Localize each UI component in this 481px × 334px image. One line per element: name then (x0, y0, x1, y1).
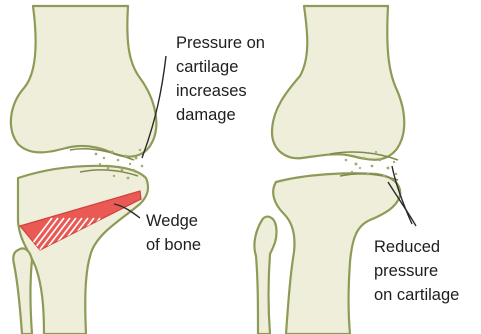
left-fibula (13, 248, 32, 334)
right-fibula (254, 217, 276, 334)
right-knee (254, 6, 416, 334)
left-femur (11, 6, 156, 157)
label-wedge-of-bone: Wedge of bone (146, 212, 203, 254)
label-pressure-increase: Pressure on cartilage increases damage (176, 34, 270, 124)
left-knee (11, 6, 166, 334)
left-tibia (18, 166, 148, 334)
right-femur (272, 6, 404, 160)
label-reduced-pressure: Reduced pressure on cartilage (374, 238, 459, 304)
